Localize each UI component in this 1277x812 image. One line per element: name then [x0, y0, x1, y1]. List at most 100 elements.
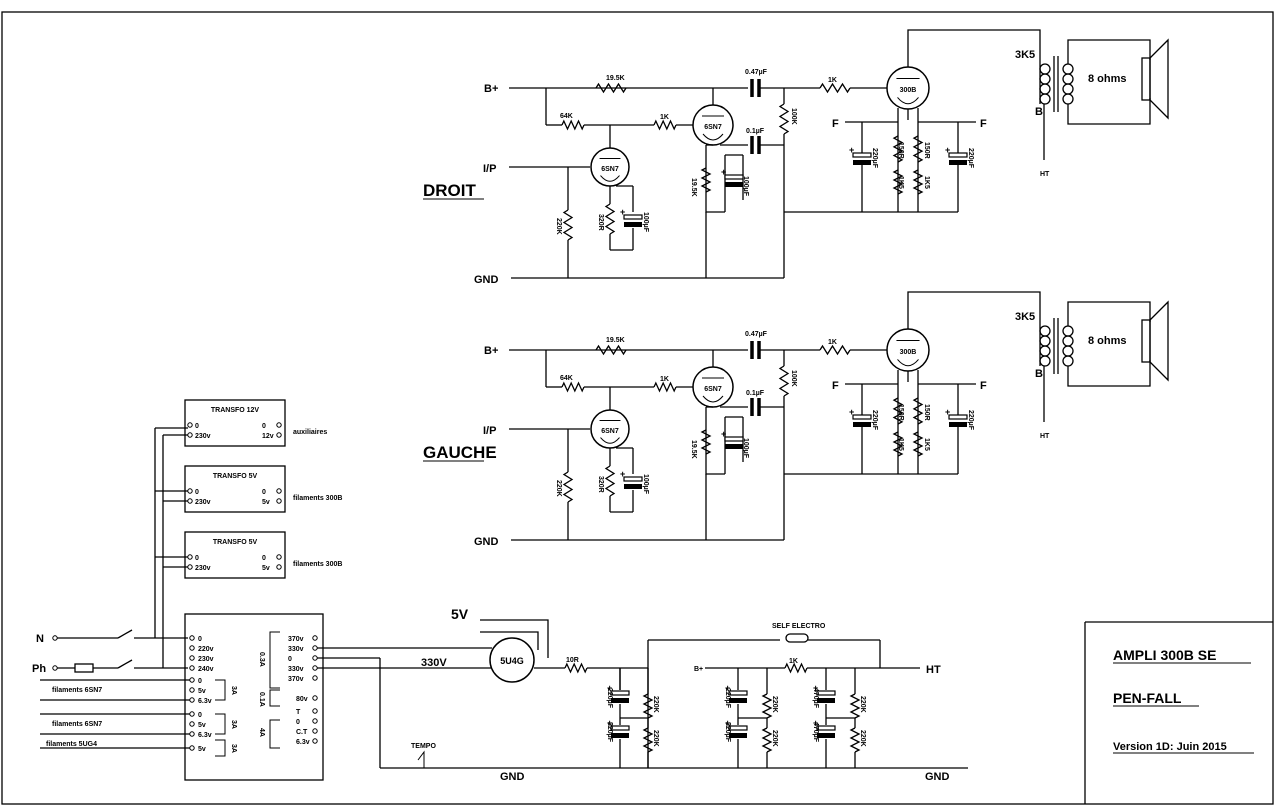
- rectifier-tube: [489, 637, 535, 683]
- pin-label: 5v: [262, 499, 270, 506]
- input-label: I/P: [483, 163, 496, 175]
- resistor: [595, 82, 627, 94]
- resistor: [700, 167, 712, 193]
- terminal-pin: [276, 432, 282, 438]
- pin-label: 220v: [198, 646, 214, 653]
- v5-label: 5V: [451, 606, 469, 622]
- cap-plate: [623, 476, 643, 482]
- cap-plate: [949, 160, 967, 165]
- coil-turn: [1062, 355, 1074, 367]
- pin-label: 370v: [288, 676, 304, 683]
- capacitor: [750, 79, 761, 97]
- cap-plate: [624, 222, 642, 227]
- plus-sign: +: [725, 683, 730, 693]
- winding-label: filaments 6SN7: [52, 721, 102, 728]
- sheet-border: [1, 11, 1274, 805]
- rating-label: 0.1A: [258, 692, 265, 707]
- bracket: [269, 689, 280, 707]
- fuse: [74, 663, 94, 673]
- r9-label: 150R: [897, 142, 904, 159]
- tube-6sn7-first: 6SN7: [590, 409, 630, 449]
- resistor: [642, 727, 654, 753]
- coil-turn: [1039, 73, 1051, 85]
- tube-300b: 300B: [886, 328, 930, 372]
- r8-label: 19.5K: [690, 178, 697, 197]
- transformer-title: TRANSFO 5V: [213, 473, 258, 480]
- plus-sign: +: [813, 718, 818, 728]
- plus-sign: +: [945, 145, 950, 155]
- gnd-label: GND: [474, 536, 499, 548]
- plus-sign: +: [607, 683, 612, 693]
- rating-label: 0.3A: [258, 652, 265, 667]
- ht-label: HT: [1040, 433, 1050, 440]
- resistor: [653, 119, 677, 131]
- resistor: [604, 465, 616, 497]
- terminal-pin: [189, 645, 195, 651]
- terminal-pin: [312, 728, 318, 734]
- plus-sign: +: [620, 207, 625, 217]
- resistor: [912, 431, 924, 457]
- winding-label: filaments 6SN7: [52, 687, 102, 694]
- electrolytic-capacitor: +: [721, 167, 744, 187]
- r3-label: 1K: [660, 376, 669, 383]
- electrolytic-capacitor: +: [607, 718, 630, 738]
- r3-label: 1K: [660, 114, 669, 121]
- r1k-label: 1K: [789, 658, 798, 665]
- impedance-label: 3K5: [1015, 49, 1035, 61]
- coil-turn: [1062, 73, 1074, 85]
- terminal-pin: [189, 655, 195, 661]
- r6-label: 220K: [555, 480, 562, 497]
- input-label: I/P: [483, 425, 496, 437]
- tube-label: 6SN7: [704, 124, 722, 131]
- cap-plate: [725, 182, 743, 187]
- terminal-pin: [312, 655, 318, 661]
- speaker-magnet: [1141, 57, 1151, 101]
- rating-label: 4A: [258, 728, 265, 737]
- impedance-label: 3K5: [1015, 311, 1035, 323]
- r5-label: 1K: [828, 339, 837, 346]
- resistor: [892, 135, 904, 163]
- capacitor: [750, 398, 761, 416]
- resistor: [700, 429, 712, 455]
- capacitor: [750, 341, 761, 359]
- wire: [1067, 360, 1151, 387]
- channel-name: GAUCHE: [423, 443, 497, 462]
- c2-label: 0.1µF: [746, 128, 765, 135]
- terminal-pin: [189, 687, 195, 693]
- pin-label: 5v: [198, 722, 206, 729]
- wire: [117, 659, 133, 669]
- gnd-psu-label: GND: [925, 771, 950, 783]
- speaker-label: 8 ohms: [1088, 335, 1127, 347]
- pin-label: 230v: [198, 656, 214, 663]
- resistor: [761, 727, 773, 753]
- electrolytic-capacitor: +: [849, 407, 872, 427]
- terminal-pin: [189, 711, 195, 717]
- pin-label: 0: [195, 423, 199, 430]
- resistor: [761, 693, 773, 719]
- terminal-pin: [276, 554, 282, 560]
- electrolytic-capacitor: +: [945, 145, 968, 165]
- pin-label: 6.3v: [198, 698, 212, 705]
- cap-plate: [610, 690, 630, 696]
- cap-label: 470µF: [812, 722, 819, 743]
- terminal-pin: [187, 498, 193, 504]
- tube-6sn7-second: 6SN7: [692, 366, 734, 408]
- bplus-psu-label: B+: [694, 666, 703, 673]
- r4-label: 100K: [790, 108, 797, 125]
- r11-label: 1K5: [897, 176, 904, 189]
- terminal-pin: [312, 635, 318, 641]
- r2-label: 64K: [560, 113, 573, 120]
- cap-plate: [817, 733, 835, 738]
- tube-cathode: [702, 133, 724, 141]
- cap-plate: [817, 698, 835, 703]
- title-text: AMPLI 300B SE: [1113, 647, 1216, 663]
- resistor: [849, 693, 861, 719]
- wire: [907, 29, 1041, 67]
- electrolytic-capacitor: +: [607, 683, 630, 703]
- cap-label: 220µF: [606, 688, 613, 709]
- gnd-psu-label: GND: [500, 771, 525, 783]
- title-block: AMPLI 300B SE PEN-FALL Version 1D: Juin …: [1084, 621, 1273, 804]
